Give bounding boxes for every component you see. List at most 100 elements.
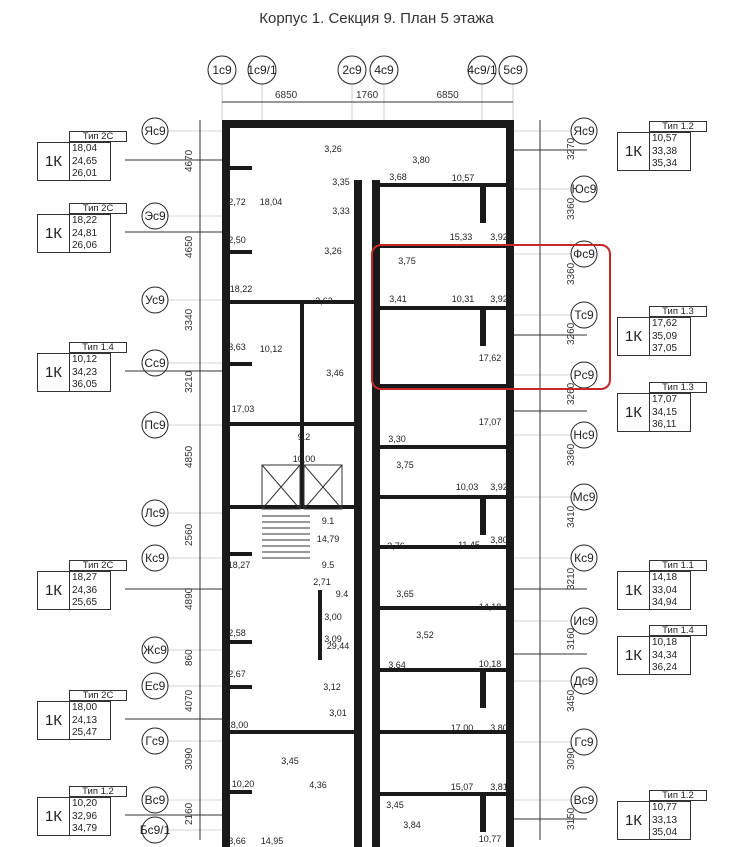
living-area: 10,57 <box>652 133 678 144</box>
wall <box>380 445 514 449</box>
room-area-label: 9.4 <box>336 589 349 599</box>
right-axis-bubble <box>570 175 598 203</box>
wall <box>222 120 514 128</box>
right-dimension-label: 3360 <box>566 197 577 220</box>
room-area-label: 3,68 <box>389 172 407 182</box>
room-area-label: 15,07 <box>451 782 474 792</box>
wall <box>222 505 362 509</box>
apartment-type: Тип 2С <box>69 203 127 214</box>
total-area: 33,13 <box>652 814 678 826</box>
right-dimension-label: 3210 <box>566 567 577 590</box>
top-dimension-label: 1760 <box>356 90 379 101</box>
right-axis-label: Тс9 <box>574 308 594 322</box>
top-axis-label: 4с9 <box>374 63 394 77</box>
top-axis-bubble <box>498 55 528 85</box>
room-area-label: 9.5 <box>322 560 335 570</box>
room-area-label: 17,03 <box>232 404 255 414</box>
left-dimension-label: 4890 <box>184 587 195 610</box>
wall <box>222 166 252 170</box>
wall <box>380 545 514 549</box>
total-area: 33,38 <box>652 145 678 157</box>
room-area-label: 3,35 <box>332 177 350 187</box>
right-dimension-label: 3090 <box>566 747 577 770</box>
total-area-with-balcony: 34,79 <box>72 823 98 835</box>
top-axis-label: 4с9/1 <box>467 63 497 77</box>
left-axis-label: Лс9 <box>145 506 166 520</box>
apartment-type: Тип 1.3 <box>649 306 707 317</box>
right-dimension-label: 3410 <box>566 505 577 528</box>
wall <box>506 120 514 847</box>
wall <box>222 552 252 556</box>
total-area-with-balcony: 25,65 <box>72 597 98 609</box>
room-area-label: 29,44 <box>327 641 350 651</box>
right-dimension-label: 3360 <box>566 262 577 285</box>
left-axis-label: Сс9 <box>144 356 166 370</box>
total-area: 33,04 <box>652 584 678 596</box>
total-area: 24,65 <box>72 155 98 167</box>
room-area-label: 3,45 <box>386 800 404 810</box>
total-area-with-balcony: 34,94 <box>652 597 678 609</box>
apartment-rooms: 1К <box>37 797 70 836</box>
right-dimension-label: 3160 <box>566 627 577 650</box>
wall <box>300 300 304 422</box>
top-axis-bubble <box>207 55 237 85</box>
room-area-label: 17,62 <box>479 353 502 363</box>
total-area: 24,13 <box>72 714 98 726</box>
left-axis-label: Жс9 <box>143 643 167 657</box>
apartment-type: Тип 1.2 <box>649 790 707 801</box>
room-area-label: 3,66 <box>228 836 246 846</box>
living-area: 10,18 <box>652 637 678 648</box>
living-area: 18,00 <box>72 702 98 713</box>
apartment-rooms: 1К <box>617 393 650 432</box>
right-dimension-label: 3270 <box>566 137 577 160</box>
total-area-with-balcony: 37,05 <box>652 343 678 355</box>
elevator-cross <box>303 464 343 510</box>
wall <box>222 685 252 689</box>
left-dimension-label: 4650 <box>184 235 195 258</box>
room-area-label: 3,81 <box>490 782 508 792</box>
room-area-label: 18,27 <box>228 560 251 570</box>
left-axis-bubble <box>141 544 169 572</box>
room-area-label: 10,77 <box>479 834 502 844</box>
right-axis-label: Кс9 <box>574 551 594 565</box>
room-area-label: 14,95 <box>261 836 284 846</box>
room-area-label: 18,04 <box>260 197 283 207</box>
room-area-label: 3,76 <box>387 541 405 551</box>
wall <box>372 180 380 847</box>
total-area: 32,96 <box>72 810 98 822</box>
right-axis-bubble <box>570 483 598 511</box>
room-area-label: 3,33 <box>332 206 350 216</box>
apartment-rooms: 1К <box>37 142 70 181</box>
room-area-label: 10,20 <box>232 779 255 789</box>
living-area: 10,12 <box>72 354 98 365</box>
top-dimension-label: 6850 <box>275 90 298 101</box>
left-axis-bubble <box>141 411 169 439</box>
left-axis-label: Ес9 <box>145 679 166 693</box>
right-axis-label: Яс9 <box>573 124 595 138</box>
top-axis-bubble <box>467 55 497 85</box>
left-dimension-label: 2160 <box>184 802 195 825</box>
wall <box>380 306 514 310</box>
wall <box>222 120 230 847</box>
room-area-label: 10,31 <box>452 294 475 304</box>
right-axis-label: Ис9 <box>573 614 595 628</box>
room-area-label: 3,84 <box>403 820 421 830</box>
top-axis-label: 2с9 <box>342 63 362 77</box>
right-axis-bubble <box>570 544 598 572</box>
left-dimension-label: 3340 <box>184 308 195 331</box>
room-area-label: 3,41 <box>389 294 407 304</box>
apartment-rooms: 1К <box>37 353 70 392</box>
total-area-with-balcony: 35,04 <box>652 827 678 839</box>
apartment-type: Тип 1.1 <box>649 560 707 571</box>
apartment-rooms: 1К <box>37 701 70 740</box>
